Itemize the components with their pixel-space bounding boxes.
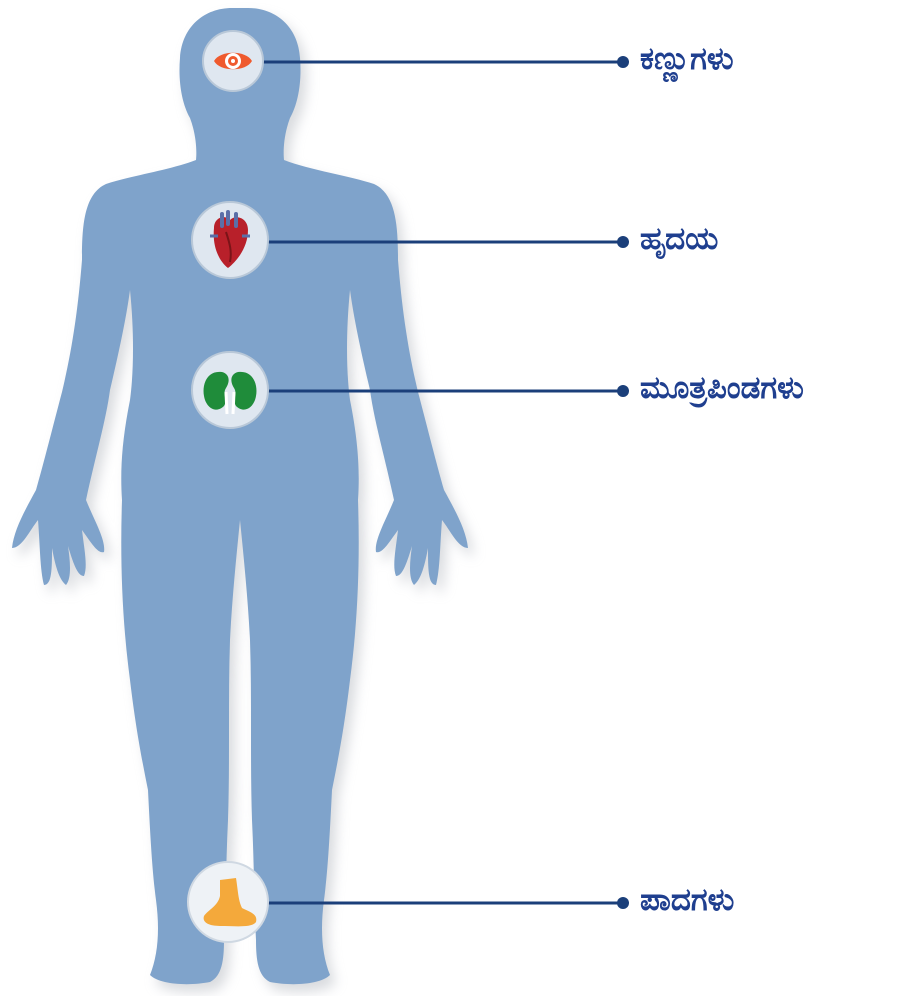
callout-label-kidneys: ಮೂತ್ರಪಿಂಡಗಳು bbox=[640, 373, 804, 404]
heart-badge bbox=[192, 202, 268, 278]
kidneys-badge bbox=[192, 352, 268, 428]
connector-eye bbox=[262, 56, 629, 68]
eye-badge bbox=[203, 31, 263, 91]
callout-label-heart: ಹೃದಯ bbox=[640, 224, 718, 255]
foot-badge bbox=[188, 862, 268, 942]
callout-label-eyes: ಕಣ್ಣುಗಳು bbox=[640, 44, 734, 75]
human-silhouette bbox=[12, 8, 468, 984]
callout-label-feet: ಪಾದಗಳು bbox=[640, 885, 734, 916]
